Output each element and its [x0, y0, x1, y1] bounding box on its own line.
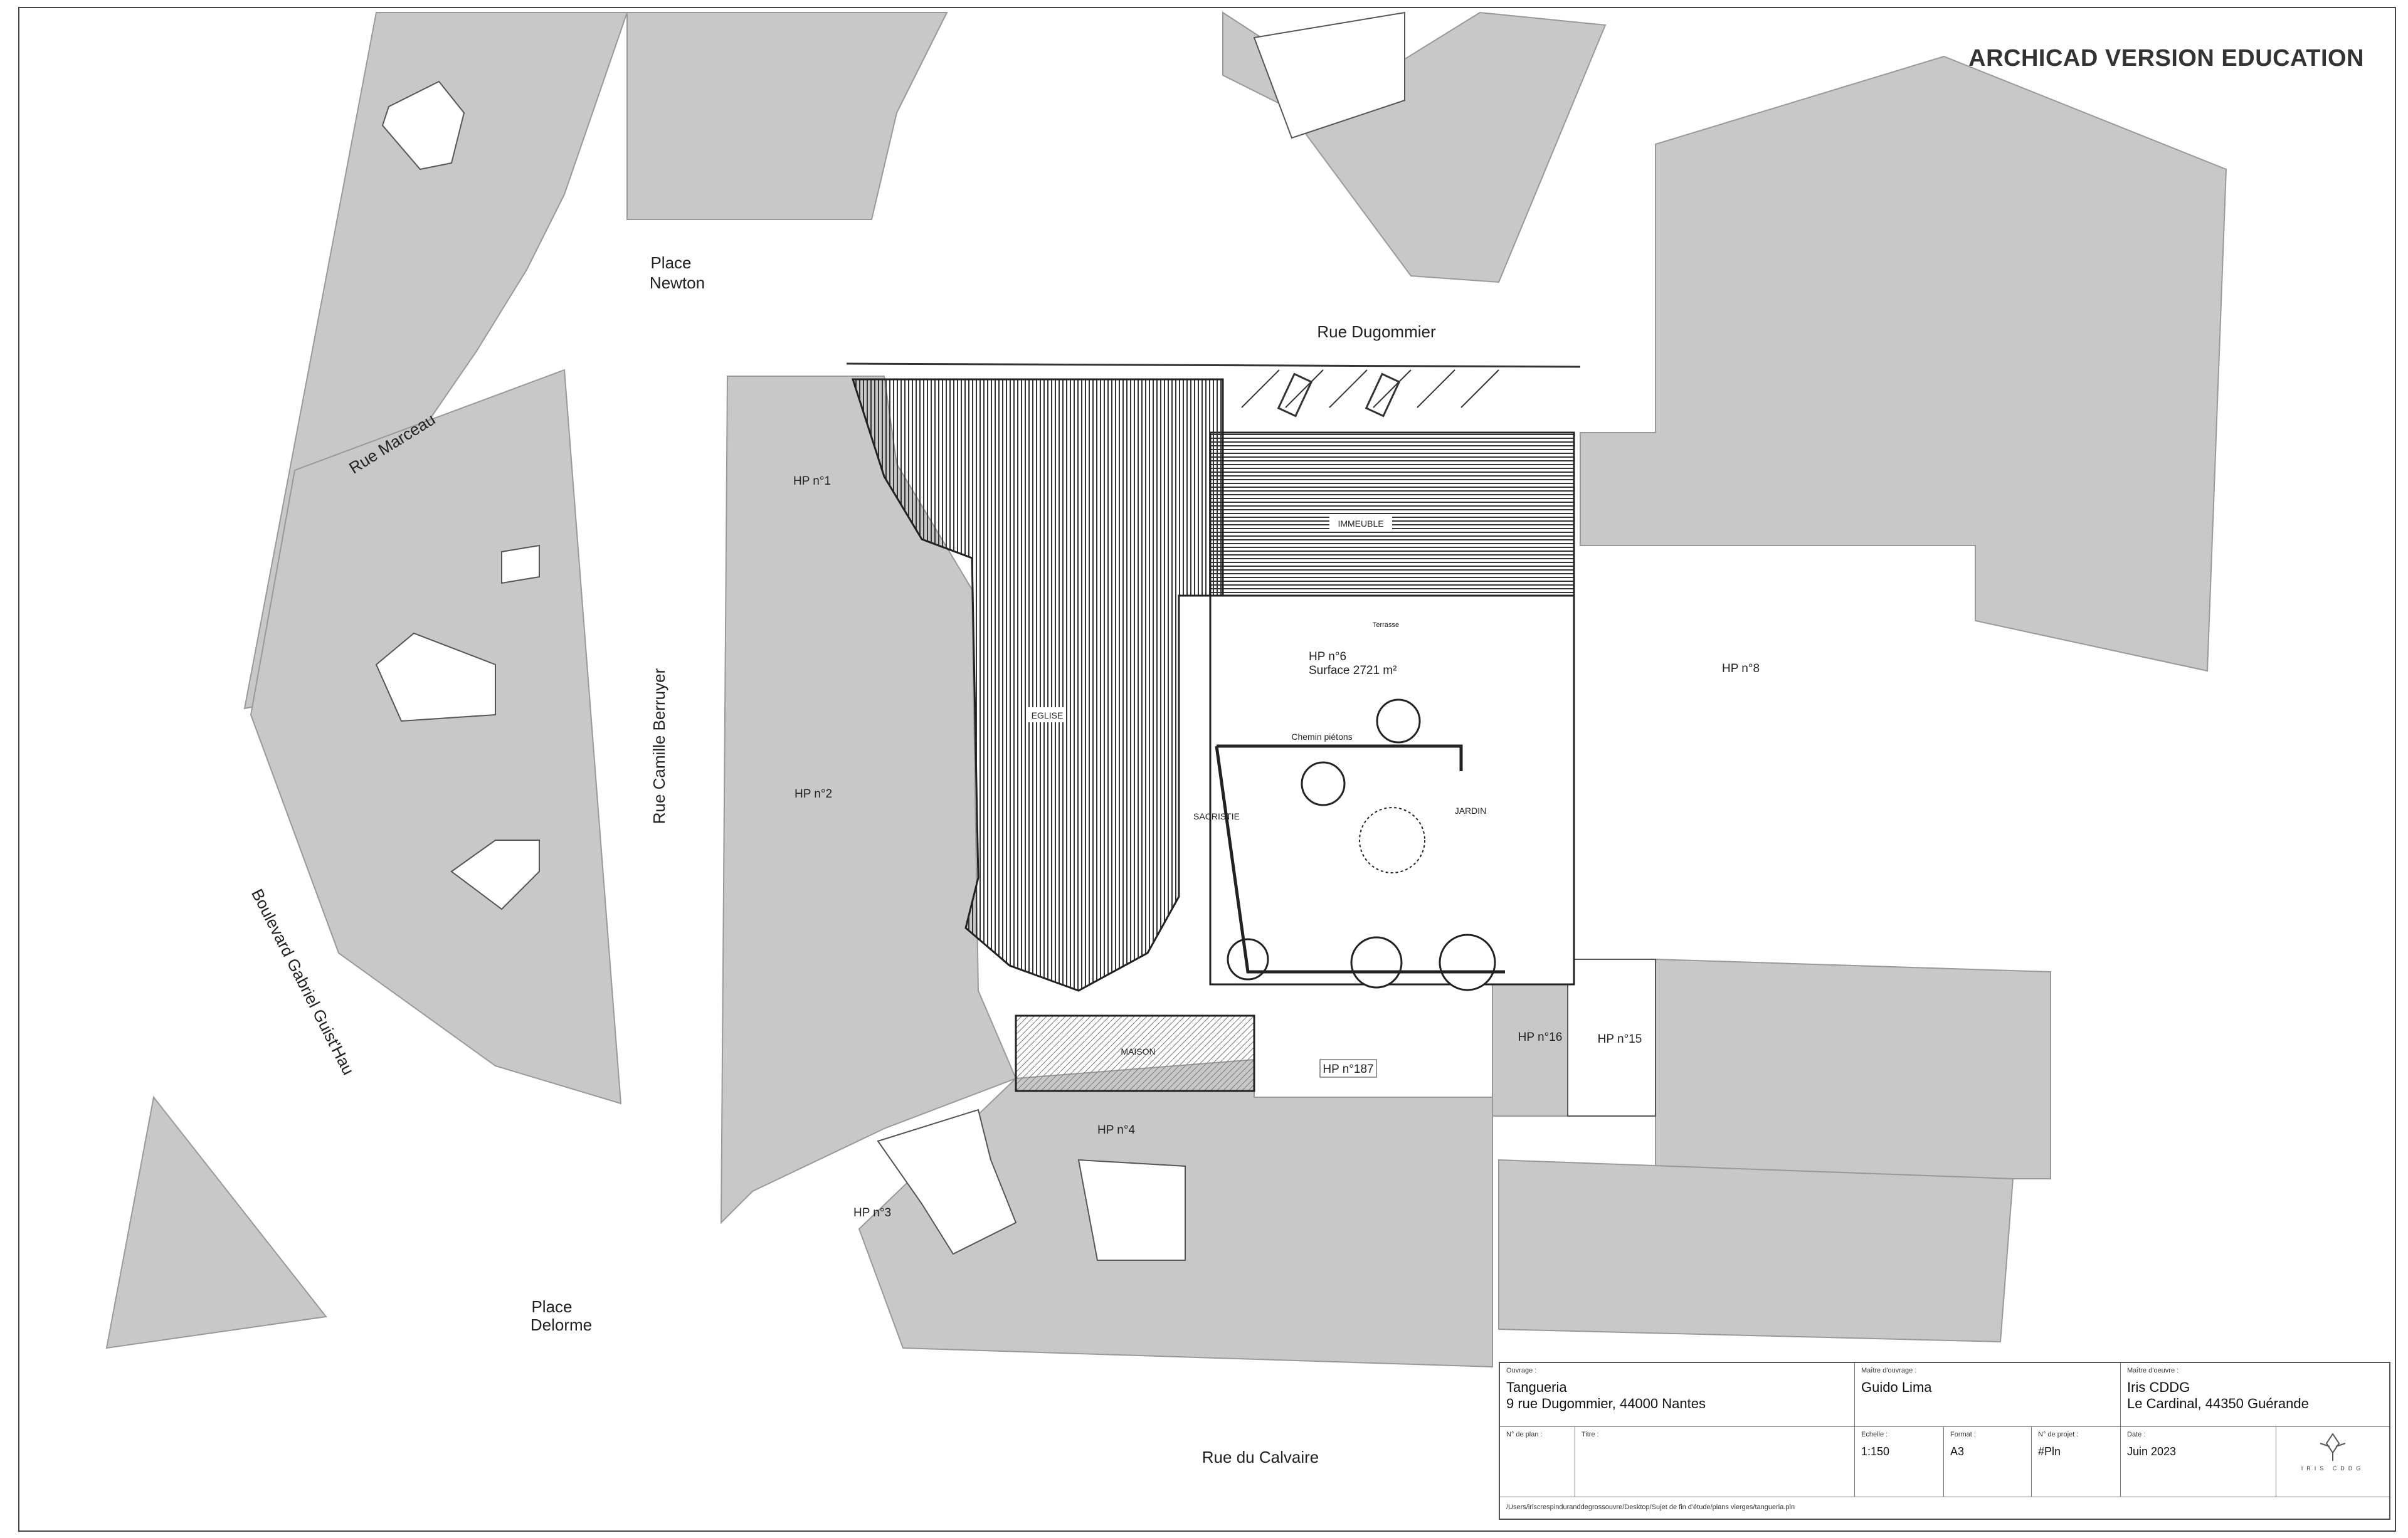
- echelle-caption: Echelle :: [1861, 1431, 1888, 1438]
- cell-date: Date : Juin 2023: [2121, 1427, 2276, 1497]
- garden-trees: [1227, 698, 1496, 991]
- inset-building-2: [501, 544, 540, 584]
- tree: [1350, 936, 1403, 989]
- white-insets: [375, 11, 1656, 1261]
- label-hp187: HP n°187: [1323, 1063, 1373, 1076]
- label-place-delorme-2: Delorme: [531, 1315, 592, 1334]
- block-south-west: [105, 1095, 327, 1349]
- label-place-delorme-1: Place: [531, 1297, 572, 1316]
- no-plan-caption: N° de plan :: [1506, 1431, 1543, 1438]
- label-hp15: HP n°15: [1598, 1033, 1642, 1046]
- dugommier-road-line: [846, 362, 1581, 368]
- title-block: Ouvrage : Tangueria 9 rue Dugommier, 440…: [1499, 1362, 2390, 1520]
- hp187-label-box: [1319, 1059, 1377, 1078]
- sheet-border: [18, 7, 2396, 1532]
- label-sacristie: SACRISTIE: [1193, 811, 1240, 821]
- block-north-east-2: [1580, 55, 2227, 672]
- cell-maitre-ouvrage: Maître d'ouvrage : Guido Lima: [1855, 1363, 2121, 1427]
- immeuble-label-box: [1329, 515, 1392, 530]
- inset-hp3-courtyard: [877, 1109, 1017, 1255]
- cell-file-path: /Users/irisc​respinduranddegrossouvre/De…: [1500, 1497, 2389, 1519]
- projet-caption: N° de projet :: [2038, 1431, 2079, 1438]
- label-chemin-pietons: Chemin piétons: [1291, 732, 1352, 742]
- projet-value: #Pln: [2038, 1445, 2061, 1458]
- tree: [1376, 698, 1421, 744]
- titre-caption: Titre :: [1582, 1431, 1599, 1438]
- tree-dashed: [1359, 807, 1425, 873]
- label-jardin: JARDIN: [1455, 806, 1487, 816]
- label-terrasse: Terrasse: [1373, 621, 1399, 629]
- parking-bays: [1241, 369, 1499, 418]
- ouvrage-address: 9 rue Dugommier, 44000 Nantes: [1506, 1396, 1706, 1411]
- block-east-strip: [1655, 958, 2051, 1179]
- archicad-watermark: ARCHICAD VERSION EDUCATION: [1968, 45, 2364, 71]
- cell-maitre-oeuvre: Maître d'oeuvre : Iris CDDG Le Cardinal,…: [2121, 1363, 2389, 1427]
- label-hp4: HP n°4: [1097, 1124, 1135, 1137]
- cell-echelle: Echelle : 1:150: [1855, 1427, 1944, 1497]
- label-maison: MAISON: [1121, 1046, 1155, 1056]
- label-hp3: HP n°3: [853, 1206, 891, 1219]
- format-value: A3: [1950, 1445, 1965, 1458]
- tree: [1301, 761, 1346, 806]
- label-rue-camille-berruyer: Rue Camille Berruyer: [650, 668, 668, 824]
- label-rue-du-calvaire: Rue du Calvaire: [1202, 1448, 1319, 1467]
- iris-cddg-logo-icon: [2320, 1433, 2346, 1461]
- cell-projet: N° de projet : #Pln: [2032, 1427, 2121, 1497]
- label-eglise: EGLISE: [1032, 710, 1064, 720]
- maitre-ouvrage: Guido Lima: [1861, 1379, 1932, 1395]
- ouvrage-caption: Ouvrage :: [1506, 1367, 1537, 1374]
- tree: [1439, 934, 1496, 991]
- cell-titre: Titre :: [1575, 1427, 1855, 1497]
- maison-block: [1015, 1014, 1255, 1092]
- label-place-newton-1: Place: [650, 253, 691, 272]
- echelle-value: 1:150: [1861, 1445, 1890, 1458]
- label-place-newton-2: Newton: [650, 273, 705, 292]
- inset-building-1: [381, 80, 465, 171]
- city-blocks: [105, 11, 2227, 1368]
- label-hp16: HP n°16: [1518, 1031, 1563, 1044]
- cell-no-plan: N° de plan :: [1500, 1427, 1575, 1497]
- maitre-ouvrage-caption: Maître d'ouvrage :: [1861, 1367, 1917, 1374]
- block-south-east: [1498, 1159, 2014, 1343]
- date-caption: Date :: [2127, 1431, 2146, 1438]
- cell-format: Format : A3: [1944, 1427, 2032, 1497]
- inset-hp15: [1567, 959, 1656, 1117]
- ouvrage-name: Tangueria: [1506, 1379, 1567, 1395]
- inset-hp4-courtyard: [1077, 1159, 1186, 1261]
- block-north-center: [626, 12, 948, 220]
- label-immeuble: IMMEUBLE: [1338, 519, 1383, 529]
- inset-north-building: [1253, 11, 1405, 139]
- label-hp6: HP n°6: [1309, 650, 1346, 663]
- label-rue-dugommier: Rue Dugommier: [1317, 322, 1436, 341]
- format-caption: Format :: [1950, 1431, 1976, 1438]
- cell-logo: IRIS CDDG: [2276, 1427, 2389, 1497]
- immeuble-roof: [1209, 431, 1575, 597]
- eglise-roof: [851, 378, 1224, 992]
- label-hp8: HP n°8: [1722, 662, 1760, 675]
- file-path: /Users/irisc​respinduranddegrossouvre/De…: [1506, 1504, 1795, 1511]
- pedestrian-path: [1215, 744, 1505, 974]
- logo-text: IRIS CDDG: [2301, 1465, 2365, 1472]
- label-hp6-surface: Surface 2721 m²: [1309, 664, 1397, 677]
- inset-building-3: [375, 632, 496, 722]
- date-value: Juin 2023: [2127, 1445, 2177, 1458]
- label-hp1: HP n°1: [793, 475, 831, 488]
- cell-ouvrage: Ouvrage : Tangueria 9 rue Dugommier, 440…: [1500, 1363, 1855, 1427]
- label-hp2: HP n°2: [795, 787, 832, 801]
- garden-outline: [1209, 594, 1575, 986]
- eglise-label-box: [1028, 707, 1066, 722]
- maitre-oeuvre-address: Le Cardinal, 44350 Guérande: [2127, 1396, 2309, 1411]
- tree: [1227, 938, 1269, 981]
- maitre-oeuvre-caption: Maître d'oeuvre :: [2127, 1367, 2179, 1374]
- maitre-oeuvre-name: Iris CDDG: [2127, 1379, 2190, 1395]
- inset-building-4: [450, 840, 540, 910]
